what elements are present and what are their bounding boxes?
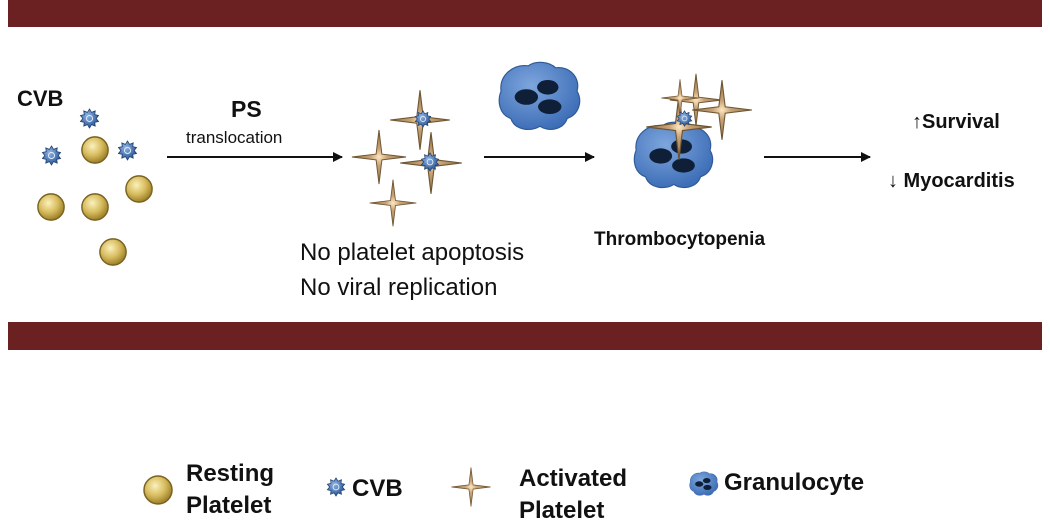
- cvb-title: CVB: [17, 86, 64, 111]
- legend-granulocyte-icon: [689, 471, 719, 496]
- legend-activated-label-line1: Activated: [519, 465, 628, 492]
- resting-platelet: [81, 193, 109, 221]
- activated-platelet: [351, 129, 407, 185]
- resting-platelet: [81, 136, 109, 164]
- note-no-apoptosis: No platelet apoptosis: [300, 239, 525, 266]
- legend-cvb-icon: [326, 477, 346, 497]
- top-vessel-wall: [8, 0, 1042, 27]
- legend-cvb-label: CVB: [352, 475, 403, 502]
- legend-resting-platelet-icon: [143, 475, 173, 505]
- activated-platelet: [369, 179, 417, 227]
- resting-platelet: [37, 193, 65, 221]
- cvb-virus: [79, 108, 100, 129]
- legend-resting-label-line2: Platelet: [186, 492, 272, 519]
- granulocyte-platelet-aggregate: [633, 73, 753, 189]
- legend-activated-platelet-icon: [451, 467, 491, 507]
- cvb-virus: [41, 145, 62, 166]
- legend-resting-label-line1: Resting: [186, 460, 275, 487]
- granulocyte: [633, 121, 714, 189]
- cvb-virus: [420, 152, 440, 172]
- ps-label: PS: [231, 96, 262, 122]
- translocation-label: translocation: [186, 128, 283, 147]
- legend-activated-label-line2: Platelet: [519, 497, 605, 524]
- cvb-virus: [117, 140, 138, 161]
- legend-granulocyte-label: Granulocyte: [724, 469, 865, 496]
- granulocyte: [498, 61, 581, 131]
- survival-label: ↑Survival: [912, 111, 1000, 133]
- resting-platelet: [99, 238, 127, 266]
- activated-platelet-group: [351, 89, 463, 227]
- thrombocytopenia-label: Thrombocytopenia: [594, 229, 766, 250]
- resting-platelet: [125, 175, 153, 203]
- activated-platelet: [660, 79, 700, 118]
- bottom-vessel-wall: [8, 322, 1042, 350]
- myocarditis-label: ↓ Myocarditis: [888, 170, 1015, 192]
- note-no-replication: No viral replication: [300, 274, 498, 301]
